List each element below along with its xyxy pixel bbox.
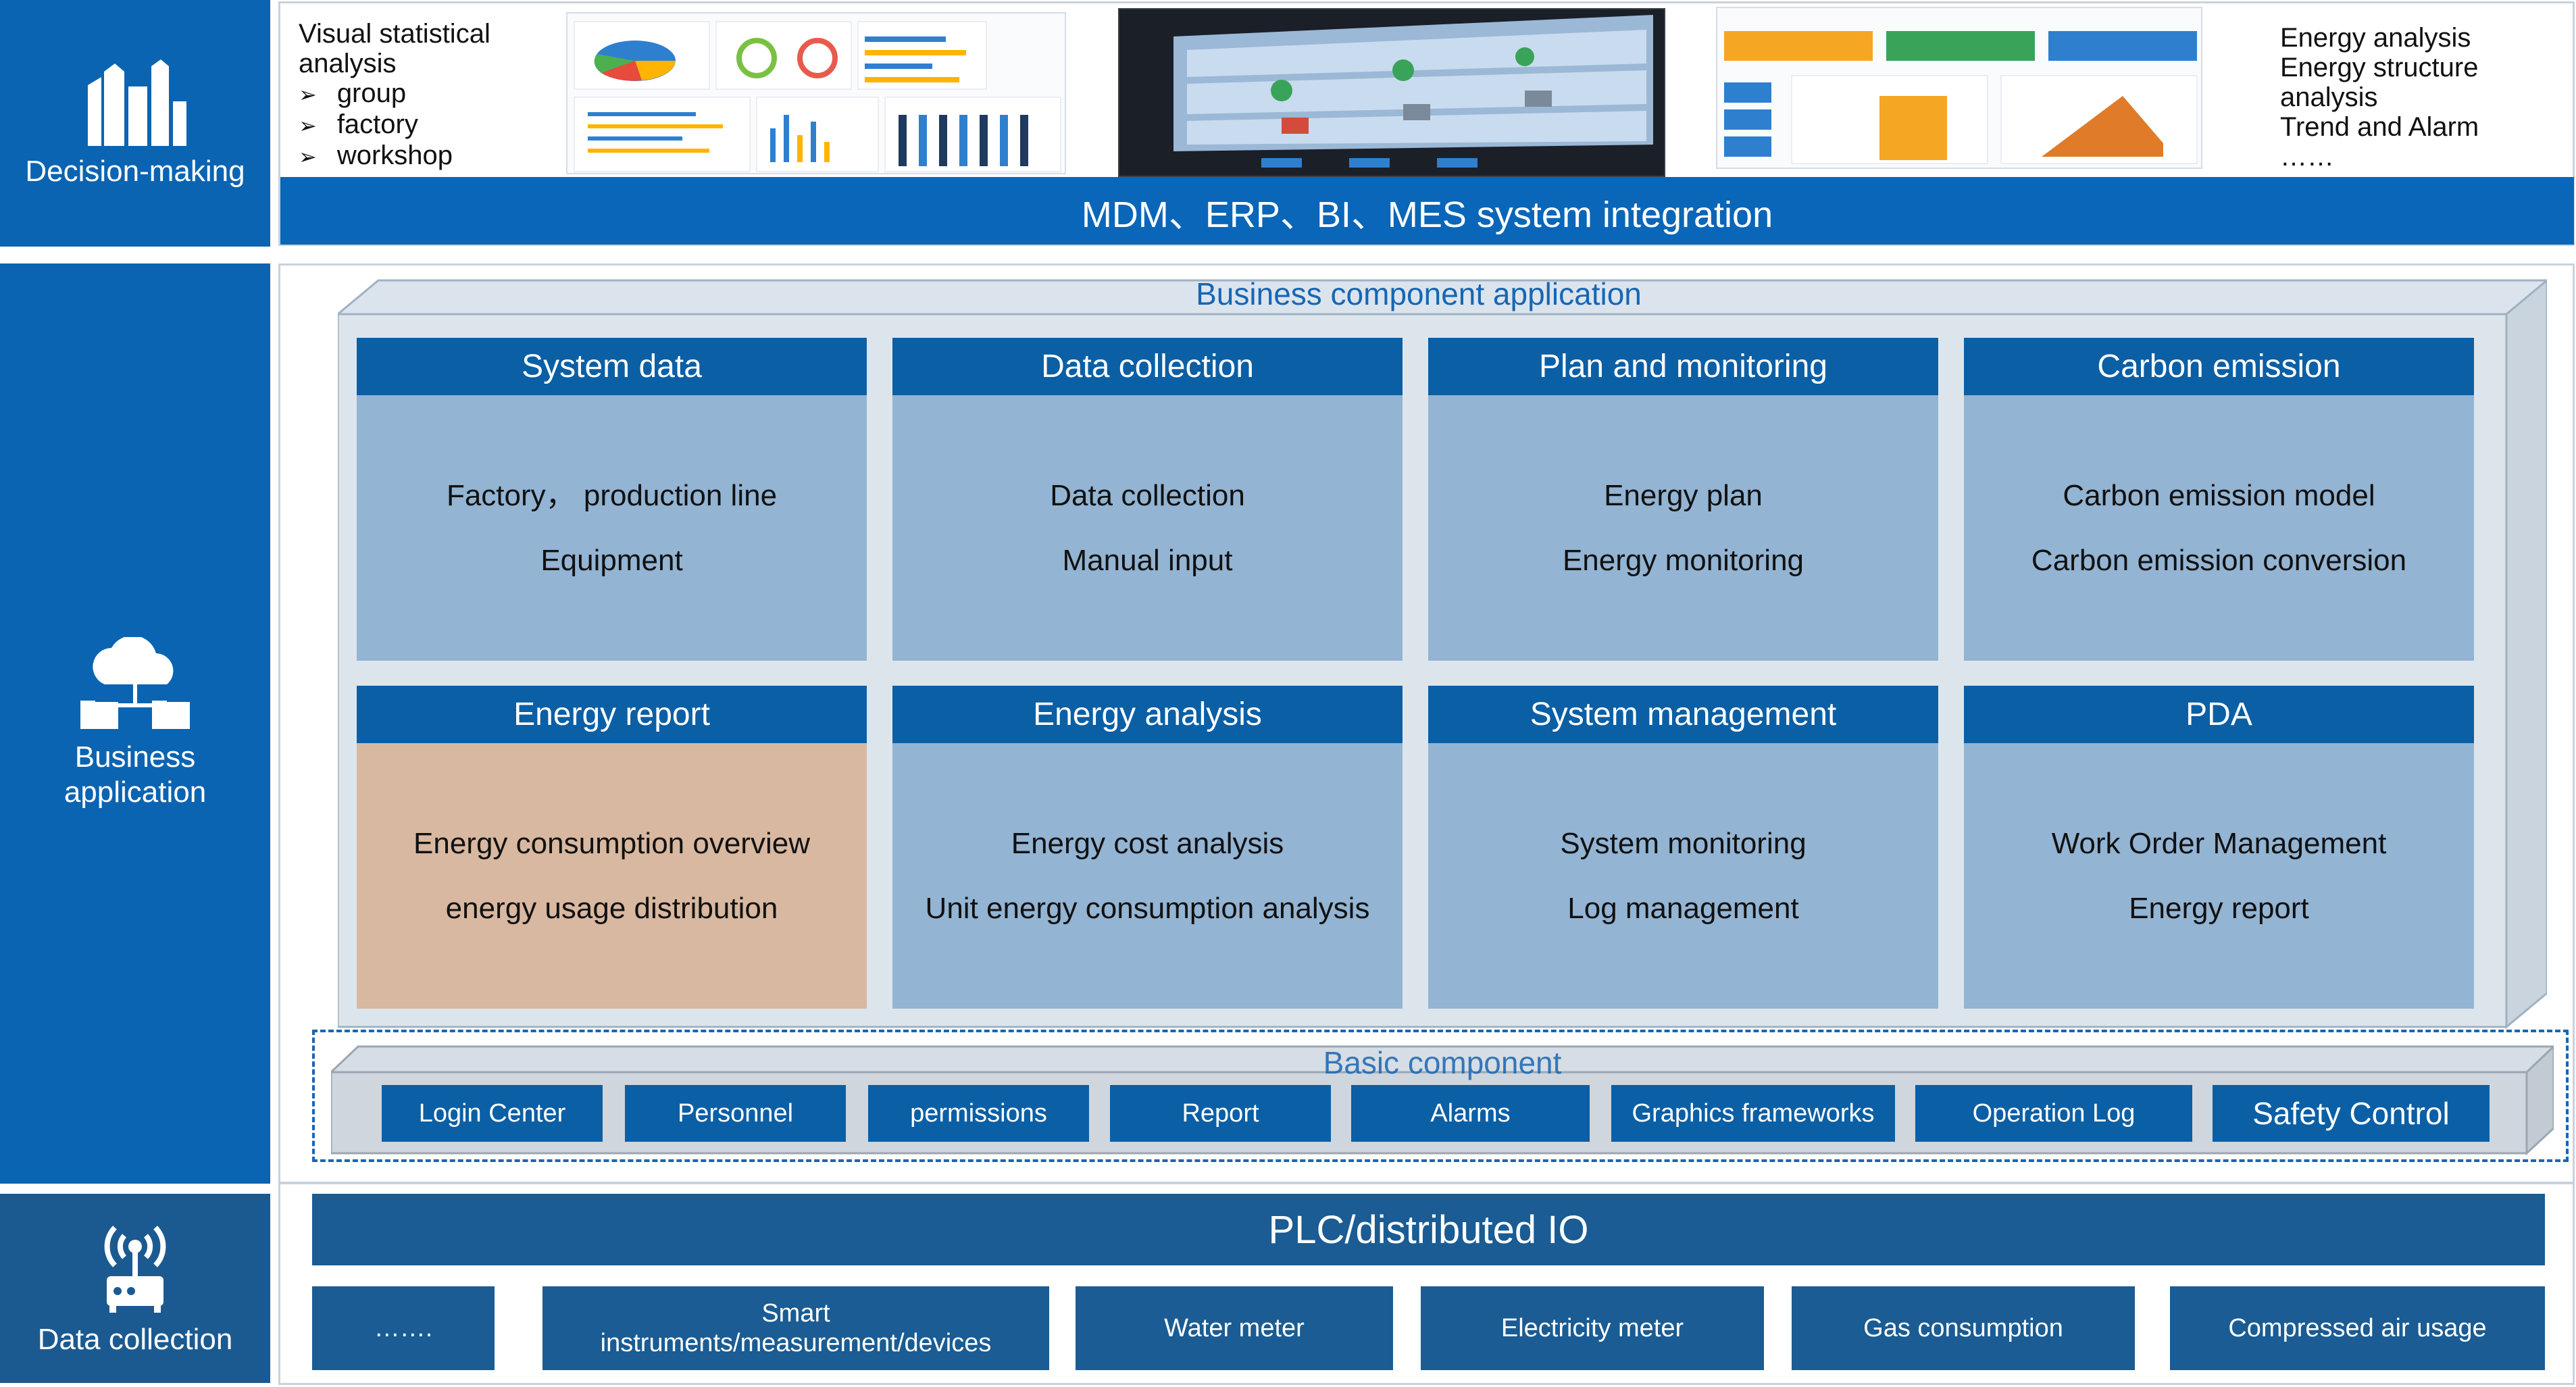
list-item: Energy structure analysis	[2280, 53, 2479, 112]
module-body-carbon-emission: Carbon emission model Carbon emission co…	[1964, 395, 2474, 661]
layer-decision-making: Decision-making	[0, 0, 270, 247]
module-body-system-data: Factory， production line Equipment	[357, 395, 867, 661]
layer-business-application: Business application	[0, 263, 270, 1184]
device-more[interactable]: …….	[312, 1286, 495, 1370]
visual-analysis-title: Visual statistical analysis	[299, 19, 490, 78]
component-permissions[interactable]: permissions	[868, 1085, 1089, 1142]
module-header-carbon-emission[interactable]: Carbon emission	[1964, 338, 2474, 395]
component-operation-log[interactable]: Operation Log	[1915, 1085, 2192, 1142]
module-line: Unit energy consumption analysis	[925, 891, 1370, 925]
module-line: Energy monitoring	[1562, 543, 1804, 577]
module-body-plan-monitoring: Energy plan Energy monitoring	[1428, 395, 1938, 661]
visual-analysis-list: group factory workshop	[299, 78, 569, 172]
bar-chart-building-icon	[88, 59, 186, 146]
layer-label-decision: Decision-making	[25, 154, 245, 188]
integration-bar: MDM、ERP、BI、MES system integration	[280, 177, 2574, 245]
list-item: factory	[299, 109, 569, 141]
business-components-title: Business component application	[1196, 276, 1642, 311]
module-line: System monitoring	[1560, 826, 1807, 860]
cloud-network-icon	[80, 637, 190, 729]
basic-components-frame	[312, 1030, 2569, 1162]
visual-analysis-text: Visual statistical analysis group factor…	[299, 19, 569, 172]
module-line: Energy cost analysis	[1011, 826, 1284, 860]
module-body-energy-analysis: Energy cost analysis Unit energy consump…	[892, 743, 1403, 1009]
monitoring-screen-photo	[1118, 8, 1665, 177]
module-line: Factory， production line	[446, 478, 778, 512]
module-line: Manual input	[1062, 543, 1233, 577]
list-item: ……	[2280, 142, 2334, 172]
layer-data-collection: Data collection	[0, 1194, 270, 1383]
plc-distributed-io-bar: PLC/distributed IO	[312, 1194, 2545, 1265]
module-line: Work Order Management	[2051, 826, 2387, 860]
device-smart-instruments[interactable]: Smart instruments/measurement/devices	[542, 1286, 1049, 1370]
module-line: energy usage distribution	[445, 891, 778, 925]
module-line: Log management	[1567, 891, 1799, 925]
module-line: Carbon emission model	[2063, 478, 2375, 512]
trend-thumbnail-graphic	[1724, 31, 2198, 164]
module-line: Energy plan	[1604, 478, 1763, 512]
module-header-system-management[interactable]: System management	[1428, 686, 1938, 743]
layer-label-business: Business application	[64, 740, 207, 809]
component-safety-control[interactable]: Safety Control	[2213, 1085, 2490, 1142]
module-body-energy-report: Energy consumption overview energy usage…	[357, 743, 867, 1009]
module-body-data-collection: Data collection Manual input	[892, 395, 1403, 661]
component-login-center[interactable]: Login Center	[382, 1085, 603, 1142]
dashboard-screenshot-trend	[1716, 7, 2202, 169]
module-line: Carbon emission conversion	[2031, 543, 2407, 577]
energy-analysis-list: Energy analysis Energy structure analysi…	[2280, 23, 2550, 172]
module-header-system-data[interactable]: System data	[357, 338, 867, 395]
component-graphics-frameworks[interactable]: Graphics frameworks	[1611, 1085, 1895, 1142]
dashboard-screenshot-stats	[566, 12, 1066, 174]
monitoring-thumbnail-graphic	[1119, 9, 1664, 176]
module-line: Energy report	[2129, 891, 2309, 925]
module-line: Energy consumption overview	[413, 826, 810, 860]
list-item: Trend and Alarm	[2280, 112, 2479, 142]
module-header-data-collection[interactable]: Data collection	[892, 338, 1403, 395]
module-header-energy-report[interactable]: Energy report	[357, 686, 867, 743]
module-header-energy-analysis[interactable]: Energy analysis	[892, 686, 1403, 743]
module-header-plan-monitoring[interactable]: Plan and monitoring	[1428, 338, 1938, 395]
module-line: Equipment	[540, 543, 683, 577]
layer-label-collection: Data collection	[37, 1323, 233, 1356]
module-header-pda[interactable]: PDA	[1964, 686, 2474, 743]
device-electricity-meter[interactable]: Electricity meter	[1421, 1286, 1764, 1370]
wireless-router-icon	[104, 1226, 166, 1313]
component-personnel[interactable]: Personnel	[625, 1085, 846, 1142]
device-compressed-air[interactable]: Compressed air usage	[2170, 1286, 2545, 1370]
stats-thumbnail-graphic	[574, 21, 1061, 172]
module-body-system-management: System monitoring Log management	[1428, 743, 1938, 1009]
device-water-meter[interactable]: Water meter	[1076, 1286, 1393, 1370]
component-report[interactable]: Report	[1110, 1085, 1331, 1142]
component-alarms[interactable]: Alarms	[1351, 1085, 1590, 1142]
list-item: workshop	[299, 141, 569, 172]
device-gas-consumption[interactable]: Gas consumption	[1792, 1286, 2135, 1370]
module-line: Data collection	[1050, 478, 1245, 512]
list-item: group	[299, 78, 569, 109]
list-item: Energy analysis	[2280, 23, 2471, 53]
module-body-pda: Work Order Management Energy report	[1964, 743, 2474, 1009]
